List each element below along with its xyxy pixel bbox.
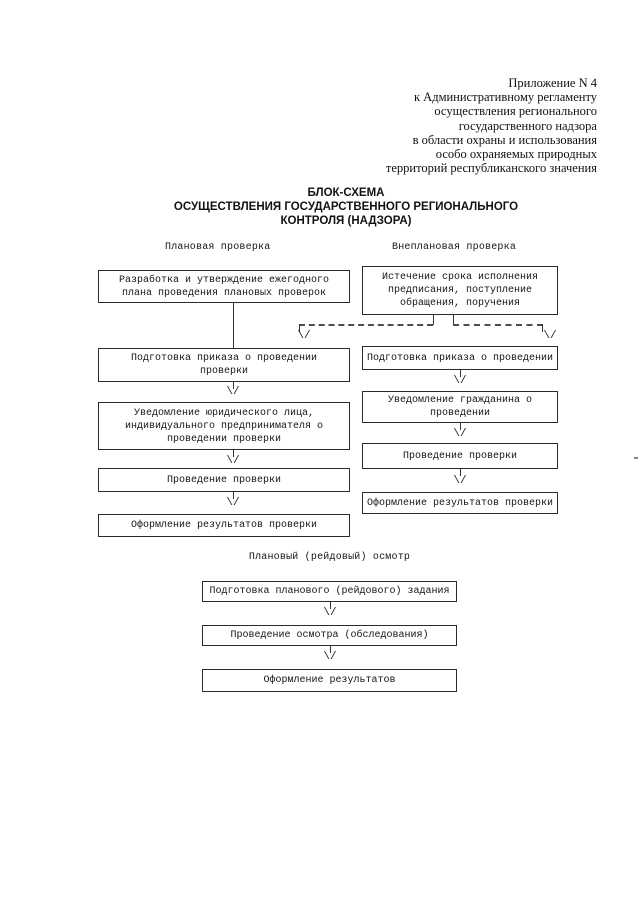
- box-text-line: индивидуального предпринимателя о: [124, 420, 324, 432]
- box-text-line: Проведение проверки: [166, 474, 282, 486]
- scan-artifact: [634, 457, 638, 459]
- box-notification-legal-entity: Уведомление юридического лица, индивидуа…: [98, 402, 350, 450]
- box-text-line: Проведение осмотра (обследования): [230, 630, 429, 641]
- dashed-connector-right: [453, 324, 543, 326]
- box-text-line: проведении проверки: [166, 433, 282, 445]
- box-text-line: Уведомление гражданина о: [387, 395, 533, 406]
- box-text-line: Подготовка планового (рейдового) задания: [209, 586, 450, 597]
- column-header-unplanned: Внеплановая проверка: [392, 242, 517, 253]
- box-annual-plan: Разработка и утверждение ежегодного план…: [98, 270, 350, 303]
- box-raid-inspection: Проведение осмотра (обследования): [202, 625, 457, 646]
- connector-stub: [330, 602, 331, 609]
- box-text-line: Истечение срока исполнения: [381, 272, 539, 283]
- raid-section-header: Плановый (рейдовый) осмотр: [248, 552, 411, 563]
- box-text-line: Уведомление юридического лица,: [133, 407, 315, 419]
- box-text-line: Оформление результатов проверки: [130, 520, 318, 531]
- arrow-down-icon: \/: [543, 330, 557, 342]
- appendix-line: особо охраняемых природных: [435, 147, 597, 162]
- connector-stub: [330, 646, 331, 653]
- appendix-line: осуществления регионального: [434, 104, 597, 119]
- title-line: ОСУЩЕСТВЛЕНИЯ ГОСУДАРСТВЕННОГО РЕГИОНАЛЬ…: [173, 200, 519, 213]
- connector-stub: [233, 450, 234, 457]
- arrow-down-icon: \/: [453, 475, 467, 487]
- box-text-line: Проведение проверки: [402, 450, 518, 462]
- connector-stub: [460, 423, 461, 430]
- box-raid-results: Оформление результатов: [202, 669, 457, 692]
- box-text-line: проверки: [199, 366, 248, 377]
- arrow-down-icon: \/: [226, 455, 240, 467]
- arrow-down-icon: \/: [323, 607, 337, 619]
- box-inspection-unplanned: Проведение проверки: [362, 443, 558, 469]
- arrow-down-icon: \/: [453, 428, 467, 440]
- box-text-line: Разработка и утверждение ежегодного: [118, 274, 330, 286]
- appendix-line: государственного надзора: [458, 118, 597, 133]
- arrow-down-icon: \/: [453, 375, 467, 387]
- appendix-header: Приложение N 4 к Административному регла…: [386, 76, 597, 175]
- connector-stub: [453, 315, 454, 325]
- dashed-connector-left: [299, 324, 433, 326]
- box-trigger-unplanned: Истечение срока исполнения предписания, …: [362, 266, 558, 315]
- appendix-line: Приложение N 4: [508, 76, 597, 90]
- box-text-line: предписания, поступление: [387, 285, 533, 296]
- title-line: КОНТРОЛЯ (НАДЗОРА): [280, 214, 412, 227]
- connector-stub: [233, 382, 234, 389]
- box-order-preparation-unplanned: Подготовка приказа о проведении: [362, 346, 558, 370]
- box-text-line: Оформление результатов проверки: [366, 497, 554, 509]
- connector-stub: [233, 492, 234, 499]
- box-order-preparation-planned: Подготовка приказа о проведении проверки: [98, 348, 350, 382]
- appendix-line: к Административному регламенту: [413, 90, 597, 105]
- box-raid-task: Подготовка планового (рейдового) задания: [202, 581, 457, 602]
- connector-hook: [542, 324, 543, 332]
- box-inspection-planned: Проведение проверки: [98, 468, 350, 492]
- diagram-title: БЛОК-СХЕМА ОСУЩЕСТВЛЕНИЯ ГОСУДАРСТВЕННОГ…: [40, 187, 640, 228]
- title-line: БЛОК-СХЕМА: [307, 187, 385, 199]
- connector-plan-to-order: [233, 303, 234, 348]
- arrow-down-icon: \/: [297, 330, 311, 342]
- connector-stub: [460, 370, 461, 377]
- connector-stub: [433, 315, 434, 325]
- box-results-planned: Оформление результатов проверки: [98, 514, 350, 537]
- box-notification-citizen: Уведомление гражданина о проведении: [362, 391, 558, 423]
- arrow-down-icon: \/: [226, 497, 240, 509]
- arrow-down-icon: \/: [226, 386, 240, 398]
- appendix-line: в области охраны и использования: [412, 132, 597, 147]
- connector-stub: [460, 469, 461, 476]
- box-text-line: Подготовка приказа о проведении: [366, 352, 554, 364]
- connector-hook: [299, 324, 300, 332]
- box-text-line: проведении: [429, 408, 490, 419]
- arrow-down-icon: \/: [323, 651, 337, 663]
- box-text-line: Оформление результатов: [263, 675, 396, 686]
- appendix-line: территорий республиканского значения: [385, 161, 597, 176]
- column-header-planned: Плановая проверка: [165, 242, 271, 253]
- box-results-unplanned: Оформление результатов проверки: [362, 492, 558, 514]
- box-text-line: обращения, поручения: [399, 298, 521, 309]
- box-text-line: Подготовка приказа о проведении: [130, 353, 318, 364]
- box-text-line: плана проведения плановых проверок: [121, 287, 327, 299]
